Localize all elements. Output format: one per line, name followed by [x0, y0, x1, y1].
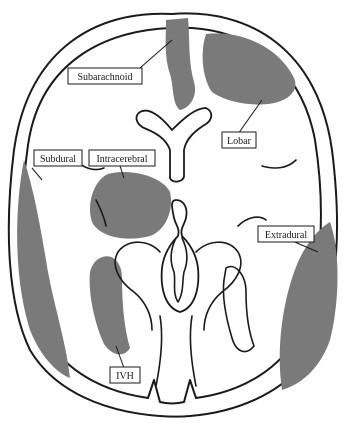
subarachnoid-hemorrhage [166, 18, 195, 110]
subdural-hemorrhage [17, 160, 70, 378]
lobar-hemorrhage [203, 33, 296, 104]
label-extradural: Extradural [258, 226, 314, 242]
leader-lobar [238, 100, 262, 134]
ivh-hemorrhage [90, 256, 130, 354]
frontal-horns [137, 108, 212, 182]
extradural-hemorrhage [280, 222, 338, 390]
label-subarachnoid: Subarachnoid [68, 68, 142, 84]
label-lobar-text: Lobar [227, 136, 252, 147]
label-lobar: Lobar [222, 132, 256, 148]
right-sylvian-curve [262, 160, 296, 168]
intracerebral-hemorrhage [90, 172, 171, 239]
leader-subdural [32, 168, 42, 180]
label-subdural-text: Subdural [40, 154, 76, 165]
label-subarachnoid-text: Subarachnoid [78, 72, 133, 83]
right-occipital-horn [223, 267, 254, 352]
label-intracerebral-text: Intracerebral [96, 154, 147, 165]
label-ivh-text: IVH [116, 371, 134, 382]
label-intracerebral: Intracerebral [89, 150, 155, 166]
label-subdural: Subdural [34, 150, 82, 166]
label-ivh: IVH [110, 367, 140, 383]
right-temporal-curve [238, 217, 266, 226]
posterior-midline [156, 316, 196, 386]
label-extradural-text: Extradural [265, 230, 307, 241]
